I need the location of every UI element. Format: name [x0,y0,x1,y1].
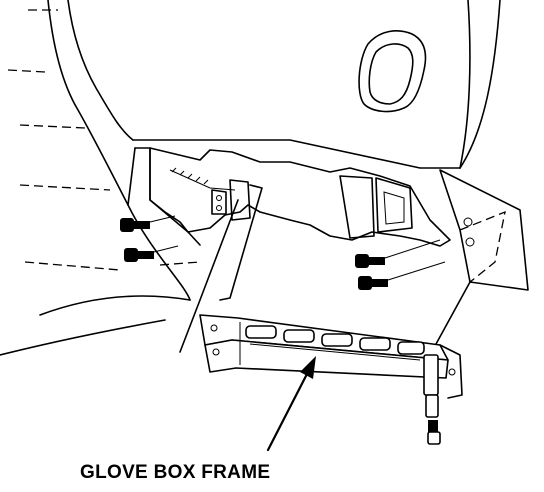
glove-box-opening [149,147,529,291]
dashboard-background-lines [7,9,201,271]
left-bracket [127,147,263,353]
air-vent [358,30,427,113]
bolt-upper-right [355,239,441,268]
bolt-lower-right [358,261,446,290]
bolt-upper-left [120,215,176,232]
dashboard-panel [0,0,501,356]
diagram-caption: GLOVE BOX FRAME [80,462,271,483]
pointer-arrow [266,356,316,452]
glove-box-frame [199,314,463,399]
frame-bolt [423,354,441,445]
bolt-lower-left [124,245,179,262]
right-side-dashed [429,210,506,356]
